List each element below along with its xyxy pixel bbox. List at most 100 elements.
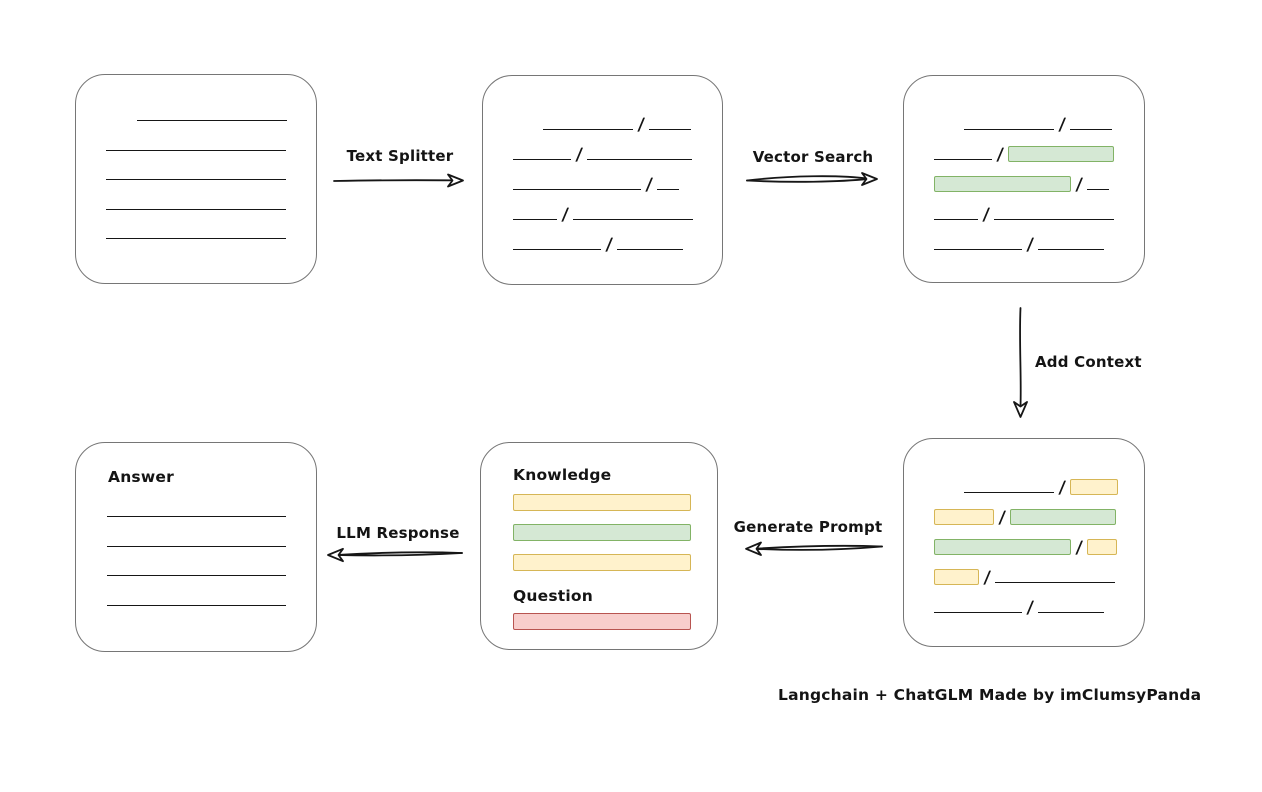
generate-prompt-label: Generate Prompt xyxy=(733,518,883,536)
text-line xyxy=(106,179,286,180)
answer-lines xyxy=(76,516,316,606)
text-line xyxy=(1087,189,1110,190)
yellow-prompt-bar xyxy=(513,494,691,511)
context-chunks-box: / / / / / xyxy=(903,438,1145,647)
knowledge-heading: Knowledge xyxy=(513,466,612,484)
llm-response-label: LLM Response xyxy=(336,524,460,542)
vector-search-arrow xyxy=(746,172,878,186)
text-line xyxy=(543,129,633,130)
add-context-label: Add Context xyxy=(1035,353,1142,371)
diagram-caption: Langchain + ChatGLM Made by imClumsyPand… xyxy=(778,686,1202,704)
text-line xyxy=(934,249,1022,250)
document-lines xyxy=(76,120,316,239)
yellow-prompt-bar xyxy=(513,554,691,571)
chunk-row: / xyxy=(934,175,1118,195)
slash-separator: / xyxy=(1057,478,1067,498)
chunk-row: / xyxy=(934,598,1118,618)
text-line xyxy=(513,219,557,220)
green-highlight-chunk xyxy=(1010,509,1117,525)
question-heading: Question xyxy=(513,587,593,605)
vector-search-label: Vector Search xyxy=(752,148,874,166)
chunk-row: / xyxy=(934,508,1118,528)
chunk-row: / xyxy=(934,235,1118,255)
yellow-highlight-chunk xyxy=(934,509,994,525)
text-line xyxy=(649,129,692,130)
chunk-row: / xyxy=(513,235,696,255)
slash-separator: / xyxy=(560,205,570,225)
text-line xyxy=(107,575,286,576)
slash-separator: / xyxy=(1074,538,1084,558)
text-line xyxy=(934,159,992,160)
text-line xyxy=(934,219,978,220)
text-line xyxy=(994,219,1115,220)
text-line xyxy=(107,516,286,517)
text-line xyxy=(1070,129,1113,130)
slash-separator: / xyxy=(981,205,991,225)
text-line xyxy=(573,219,694,220)
prompt-box: Knowledge Question xyxy=(480,442,718,650)
generate-prompt-arrow xyxy=(745,541,883,556)
knowledge-bars xyxy=(513,494,691,571)
chunk-row: / xyxy=(934,538,1118,558)
slash-separator: / xyxy=(995,145,1005,165)
chunk-row: / xyxy=(513,205,696,225)
text-line xyxy=(657,189,680,190)
slash-separator: / xyxy=(1057,115,1067,135)
text-line xyxy=(137,120,287,121)
split-chunks-box: / / / / / xyxy=(482,75,723,285)
llm-response-arrow xyxy=(327,547,463,563)
text-line xyxy=(587,159,693,160)
chunk-row: / xyxy=(934,478,1118,498)
add-context-arrow xyxy=(1013,307,1028,418)
slash-separator: / xyxy=(1025,598,1035,618)
text-line xyxy=(513,189,641,190)
yellow-highlight-chunk xyxy=(1087,539,1118,555)
chunk-row: / xyxy=(513,145,696,165)
slash-separator: / xyxy=(1025,235,1035,255)
slash-separator: / xyxy=(636,115,646,135)
chunk-row: / xyxy=(934,115,1118,135)
yellow-highlight-chunk xyxy=(934,569,979,585)
green-highlight-chunk xyxy=(1008,146,1115,162)
text-line xyxy=(106,208,286,210)
slash-separator: / xyxy=(1074,175,1084,195)
text-line xyxy=(107,604,286,606)
text-line xyxy=(513,249,601,250)
red-prompt-bar xyxy=(513,613,691,630)
text-line xyxy=(106,238,286,239)
chunk-row: / xyxy=(513,115,696,135)
split-chunk-rows: / / / / / xyxy=(513,115,696,265)
slash-separator: / xyxy=(604,235,614,255)
text-line xyxy=(106,149,286,151)
question-bars xyxy=(513,613,691,630)
context-chunk-rows: / / / / / xyxy=(934,478,1118,628)
text-line xyxy=(963,492,1054,493)
chunk-row: / xyxy=(934,145,1118,165)
text-line xyxy=(513,159,571,160)
slash-separator: / xyxy=(982,568,992,588)
text-line xyxy=(995,582,1116,583)
chunk-row: / xyxy=(513,175,696,195)
slash-separator: / xyxy=(644,175,654,195)
text-line xyxy=(964,129,1054,130)
text-line xyxy=(1038,249,1105,250)
text-line xyxy=(107,545,286,547)
text-line xyxy=(617,249,684,250)
green-highlight-chunk xyxy=(934,539,1071,555)
slash-separator: / xyxy=(574,145,584,165)
text-splitter-label: Text Splitter xyxy=(346,147,454,165)
answer-box: Answer xyxy=(75,442,317,652)
text-line xyxy=(934,612,1022,613)
source-document-box xyxy=(75,74,317,284)
chunk-row: / xyxy=(934,205,1118,225)
text-splitter-arrow xyxy=(333,173,464,188)
matched-chunk-rows: / / / / / xyxy=(934,115,1118,265)
slash-separator: / xyxy=(997,508,1007,528)
yellow-highlight-chunk xyxy=(1070,479,1118,495)
answer-heading: Answer xyxy=(108,468,174,486)
green-highlight-chunk xyxy=(934,176,1071,192)
green-prompt-bar xyxy=(513,524,691,541)
chunk-row: / xyxy=(934,568,1118,588)
matched-chunks-box: / / / / / xyxy=(903,75,1145,283)
